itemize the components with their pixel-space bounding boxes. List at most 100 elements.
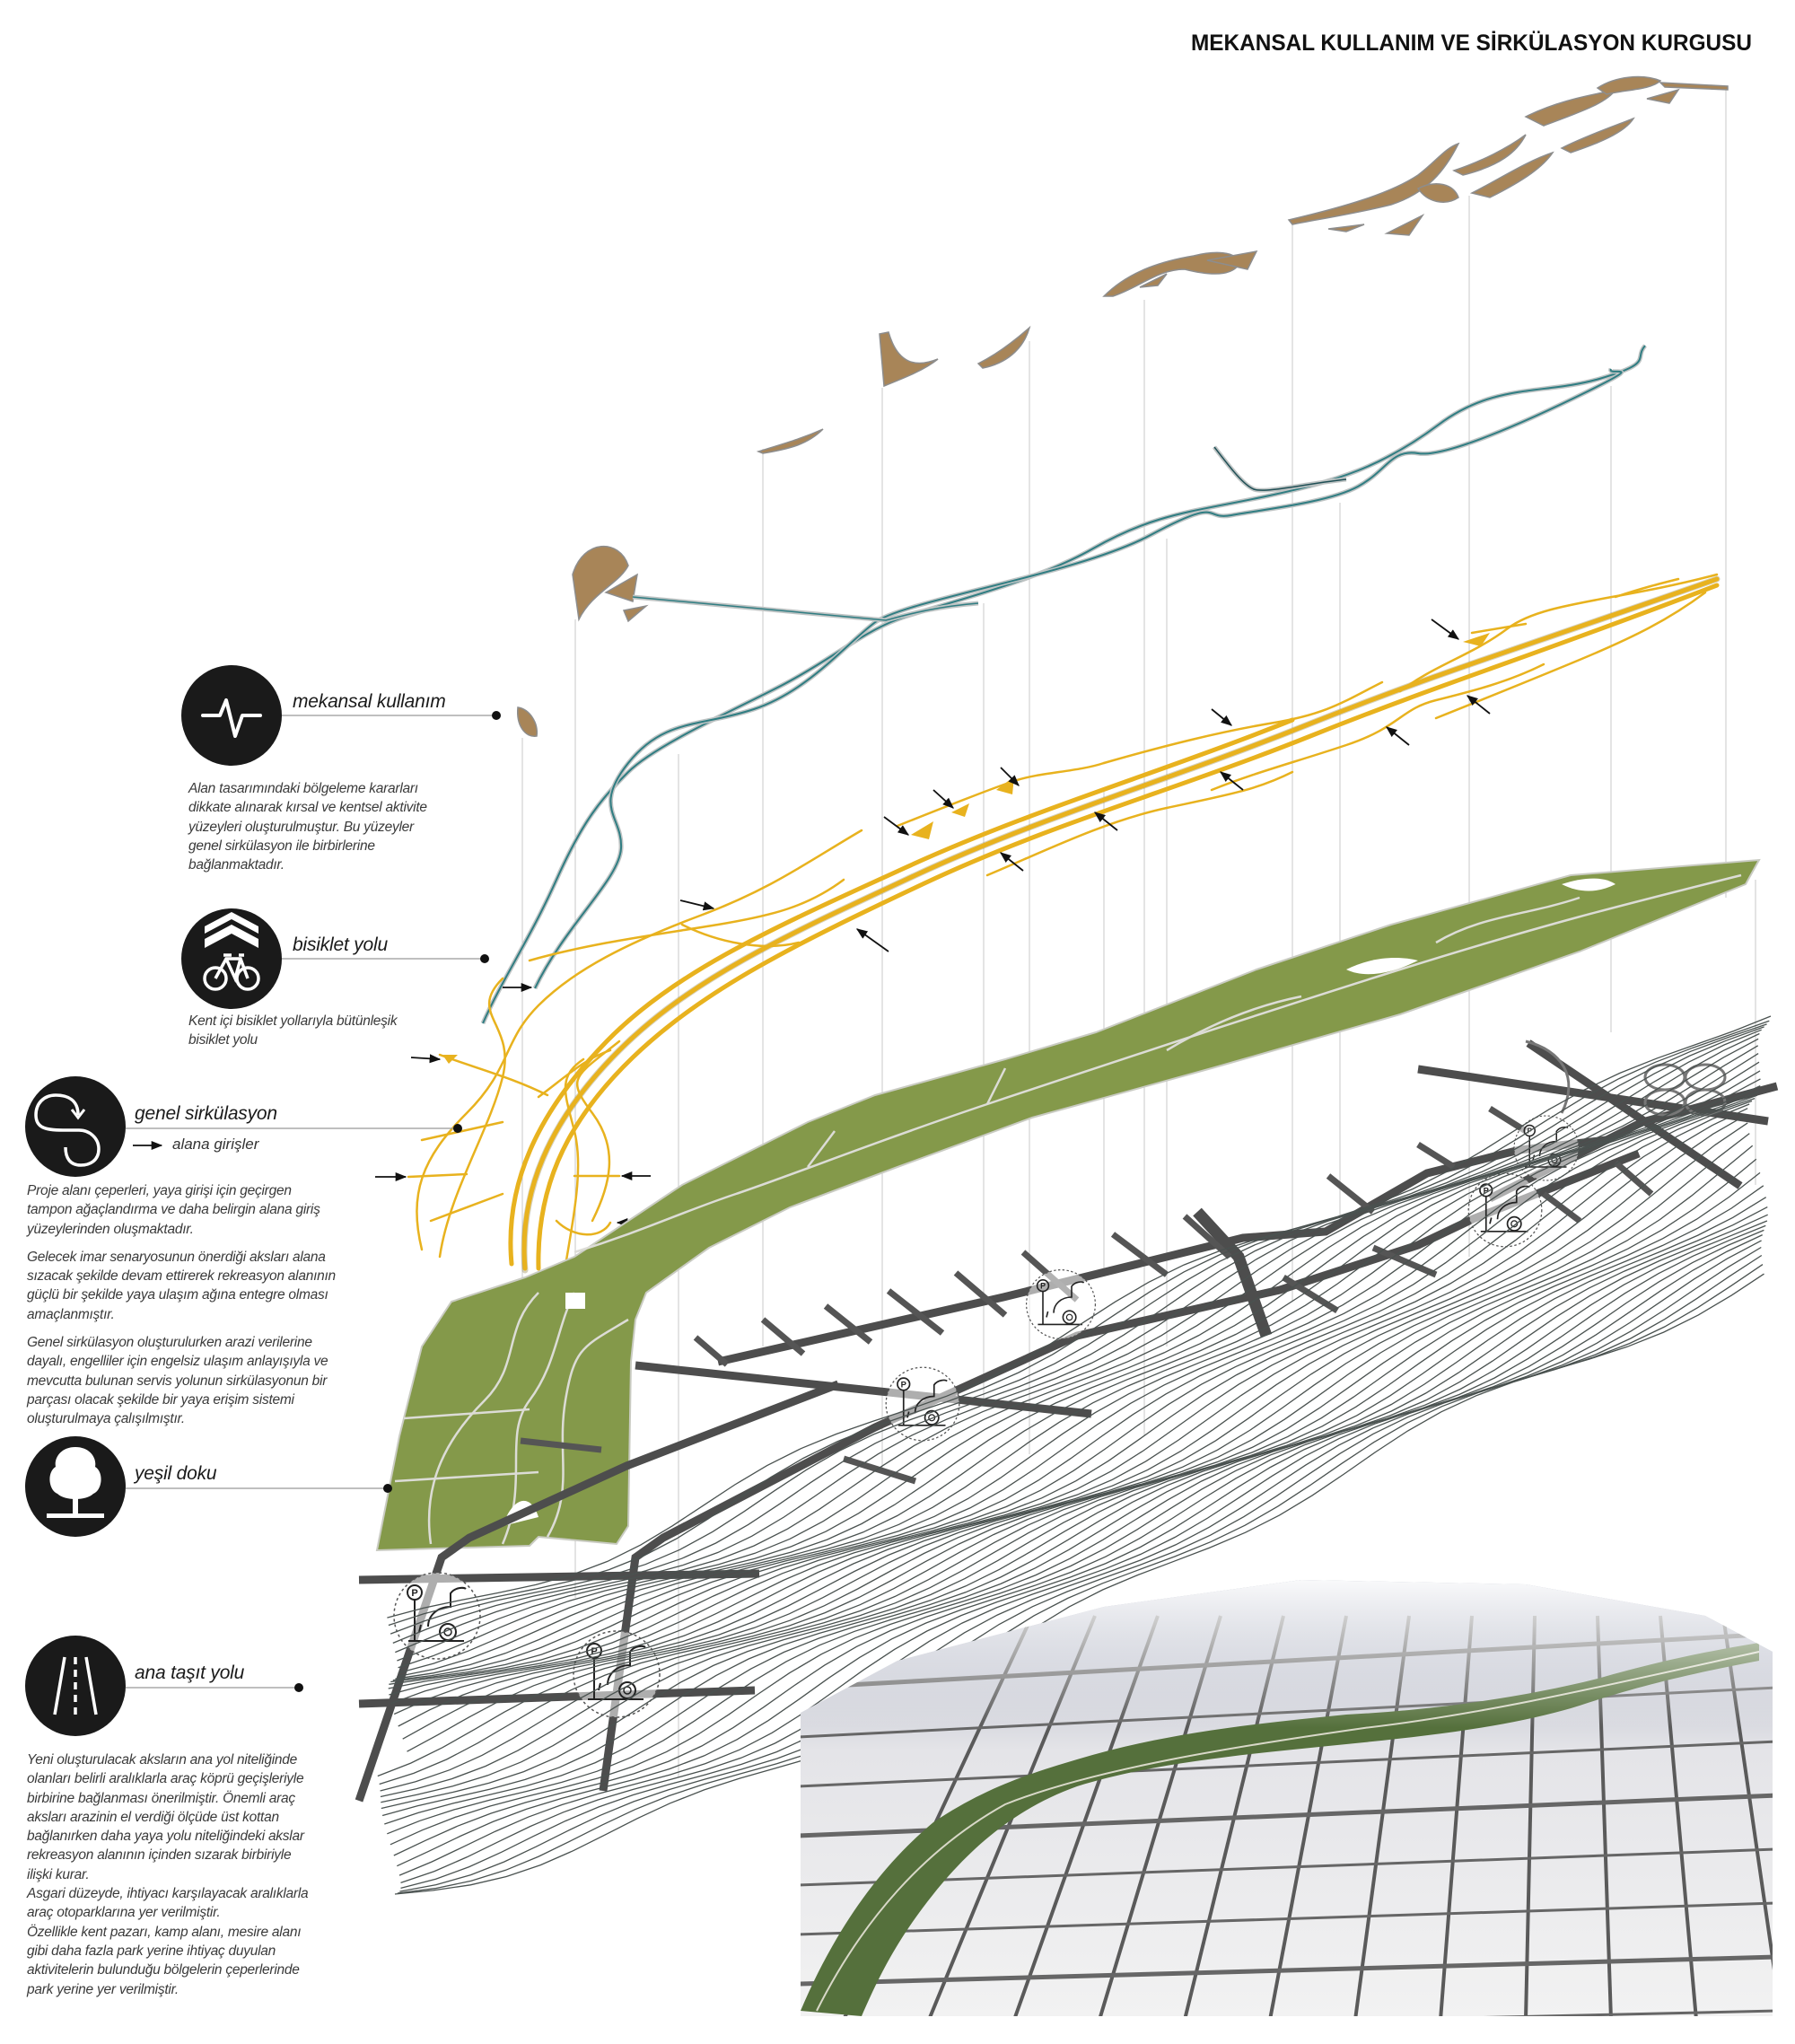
entrance-plaza bbox=[911, 821, 933, 839]
side-street bbox=[886, 1288, 945, 1336]
contour-line bbox=[397, 1229, 1764, 1867]
circulation-path bbox=[1434, 591, 1707, 720]
land-use-patch bbox=[1384, 214, 1425, 236]
legend-item-land-use-icon bbox=[181, 665, 282, 766]
svg-text:P: P bbox=[901, 1380, 906, 1389]
side-street bbox=[953, 1270, 1008, 1318]
contour-line bbox=[390, 1220, 1768, 1846]
bike-path-branch bbox=[1213, 446, 1347, 491]
bike-path-main bbox=[482, 345, 1646, 1024]
entrance-plaza bbox=[442, 1055, 458, 1064]
svg-text:P: P bbox=[1040, 1281, 1046, 1290]
contour-line bbox=[397, 1032, 1760, 1662]
circulation-path bbox=[1614, 577, 1680, 599]
green-path bbox=[403, 1408, 530, 1420]
entrance-arrow-icon bbox=[1431, 618, 1460, 640]
green-path bbox=[1166, 995, 1302, 1052]
green-path bbox=[807, 1130, 836, 1168]
legend-item-road-icon bbox=[25, 1636, 126, 1736]
entrance-arrow-icon bbox=[1220, 771, 1244, 791]
parking-icon: P bbox=[1467, 1172, 1543, 1248]
circulation-path bbox=[896, 761, 1106, 828]
land-use-patch bbox=[604, 573, 638, 602]
bike-path-branch bbox=[632, 594, 979, 623]
land-use-patch bbox=[1560, 117, 1635, 154]
legend-label-land-use: mekansal kullanım bbox=[293, 691, 446, 712]
svg-text:P: P bbox=[1484, 1186, 1489, 1195]
circulation-path bbox=[680, 923, 801, 948]
circulation-path bbox=[416, 829, 863, 1251]
contour-line bbox=[387, 1015, 1772, 1619]
bike-path-branch bbox=[632, 596, 979, 621]
circulation-path bbox=[1398, 573, 1719, 693]
circulation-path bbox=[438, 977, 506, 1259]
circulation-path bbox=[576, 1040, 621, 1223]
contour-line bbox=[398, 1038, 1759, 1669]
contour-line bbox=[388, 1020, 1770, 1627]
circulation-path bbox=[420, 1120, 504, 1142]
circulation-main-axis bbox=[508, 717, 1295, 1267]
contour-line bbox=[392, 1070, 1761, 1681]
entrance-arrow-icon bbox=[933, 789, 954, 809]
contour-line bbox=[379, 1133, 1750, 1785]
contour-line bbox=[393, 1100, 1753, 1715]
contour-line bbox=[380, 1145, 1754, 1792]
circulation-main-axis bbox=[536, 583, 1720, 1271]
green-clearing bbox=[565, 1293, 585, 1309]
legend-item-circulation-icon bbox=[25, 1076, 126, 1177]
land-use-patch bbox=[1287, 142, 1460, 225]
contour-line bbox=[407, 1114, 1747, 1752]
entrance-arrow-icon bbox=[410, 1054, 442, 1064]
contour-line bbox=[395, 1029, 1762, 1654]
circulation-path bbox=[537, 1048, 612, 1099]
entrance-arrow-icon bbox=[883, 816, 910, 836]
legend-item-green-icon bbox=[25, 1436, 126, 1537]
circulation-path bbox=[555, 1219, 612, 1236]
side-street bbox=[1282, 1275, 1339, 1313]
side-street bbox=[520, 1437, 602, 1453]
contour-line bbox=[402, 1108, 1748, 1740]
svg-text:P: P bbox=[591, 1646, 597, 1657]
side-street bbox=[823, 1303, 873, 1345]
contour-line bbox=[384, 1206, 1768, 1825]
main-road bbox=[599, 1149, 1641, 1792]
legend-label-green: yeşil doku bbox=[135, 1463, 217, 1484]
pulse-icon bbox=[201, 698, 262, 738]
bike-path-layer bbox=[480, 344, 1648, 1025]
side-street bbox=[1488, 1106, 1528, 1134]
side-street bbox=[1371, 1244, 1438, 1278]
bike-path-branch bbox=[1213, 445, 1347, 493]
land-use-patch bbox=[1416, 183, 1459, 203]
circulation-main-axis bbox=[521, 576, 1720, 1271]
contour-line bbox=[387, 1214, 1768, 1835]
land-use-patch bbox=[1206, 250, 1258, 270]
contour-line bbox=[380, 1158, 1757, 1798]
circulation-path bbox=[1102, 680, 1384, 765]
side-street bbox=[1326, 1173, 1376, 1215]
legend-label-main-road: ana taşıt yolu bbox=[135, 1662, 245, 1683]
contour-line bbox=[392, 1026, 1764, 1645]
legend-label-bike-path: bisiklet yolu bbox=[293, 934, 388, 955]
land-use-patch bbox=[756, 428, 824, 454]
contour-line bbox=[395, 1061, 1760, 1680]
contour-line bbox=[398, 1103, 1750, 1727]
land-use-patch bbox=[1327, 224, 1365, 232]
svg-text:P: P bbox=[411, 1588, 417, 1599]
green-path bbox=[574, 873, 1742, 1254]
contour-line bbox=[400, 1246, 1762, 1890]
entrance-arrow-icon bbox=[855, 928, 889, 952]
green-clearing bbox=[1346, 958, 1418, 975]
legend-item-bike-icon bbox=[181, 908, 282, 1009]
topography-contour-layer bbox=[377, 1015, 1772, 1895]
contour-line bbox=[389, 1094, 1758, 1696]
circulation-path bbox=[407, 1172, 468, 1179]
contour-line bbox=[381, 1171, 1761, 1803]
contour-line bbox=[390, 1078, 1761, 1683]
contour-line bbox=[388, 1091, 1760, 1689]
parking-icon: P bbox=[885, 1366, 960, 1442]
entrance-arrows bbox=[375, 618, 1491, 1228]
legend-sublabel-entrances: alana girişler bbox=[172, 1136, 259, 1153]
contour-line bbox=[381, 1197, 1767, 1817]
